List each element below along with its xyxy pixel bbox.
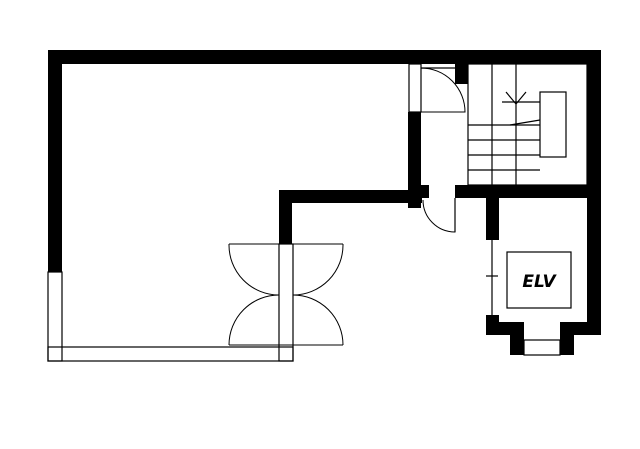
elevator-base-opening [523,339,561,356]
door-swing-left-bottom [228,294,280,346]
top-door-jamb [408,63,422,113]
elevator-label: ELV [522,272,557,292]
elevator-car [506,251,572,309]
door-swing-right-bottom [292,294,344,346]
stair-arrow-head [505,91,527,105]
window-bottom [47,346,294,362]
elevator-base-left-step [486,322,514,335]
wall-left [48,50,62,272]
window-frame [47,243,294,362]
elevator-base-right-foot [560,322,574,355]
stairs [467,63,588,186]
stair-landing [539,91,567,158]
window-right [278,243,294,362]
wall-room-step-horizontal [279,190,422,203]
wall-hall-left-stub [421,185,429,198]
wall-room-step-vertical [279,190,292,244]
elevator-base-left-foot [510,322,524,355]
hall-door [422,198,456,233]
interior-walls [279,64,601,244]
hall-door-swing [422,198,456,233]
elevator: ELV [486,240,572,315]
wall-right-upper [587,50,601,198]
wall-stair-left [455,64,468,84]
elevator-base-walls [486,315,601,356]
wall-room-right-vertical [408,112,421,208]
stair-break-line [509,119,541,126]
wall-top [48,50,601,64]
top-door [408,63,466,113]
door-swing-right-top [292,243,344,296]
outer-walls [48,50,601,335]
wall-right-elevator [587,185,601,335]
window-left [47,271,63,362]
double-door [228,243,344,346]
wall-hall-bottom [455,185,601,198]
door-swing-left-top [228,243,280,296]
wall-elevator-left [486,185,499,240]
